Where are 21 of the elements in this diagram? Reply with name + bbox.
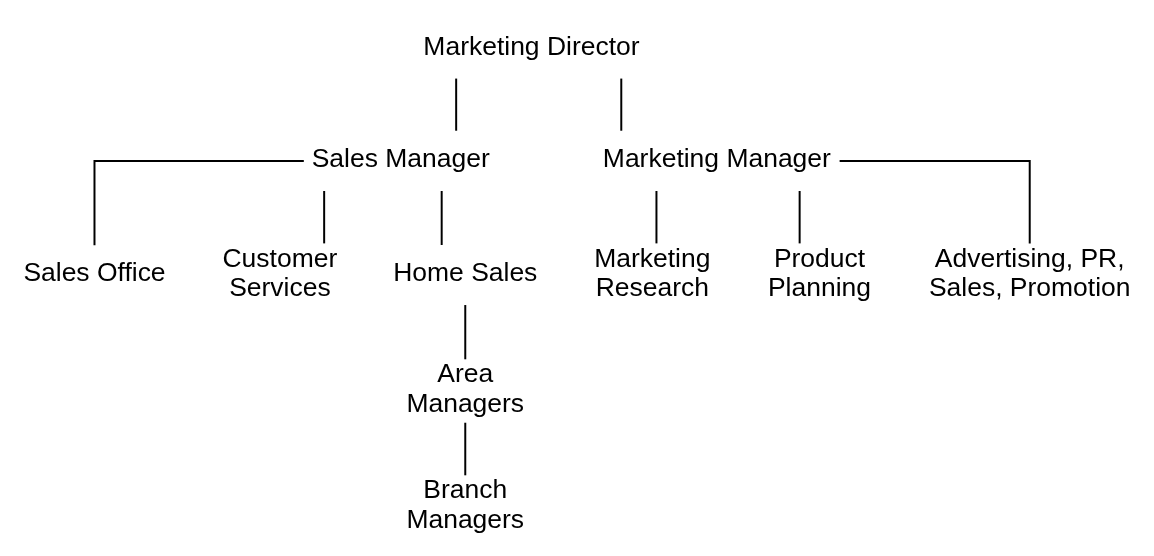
node-text: Customer Services — [222, 242, 338, 302]
node-text: Marketing Director — [423, 30, 640, 61]
connector — [798, 189, 801, 244]
node-text: Sales Manager — [311, 142, 490, 173]
node-text: Area Managers — [406, 357, 525, 418]
connector — [323, 189, 326, 244]
connector — [464, 303, 467, 360]
node-text: Product Planning — [767, 242, 872, 302]
node-text: Marketing Manager — [602, 142, 831, 173]
node-text: Sales Office — [23, 256, 166, 287]
node-text: Marketing Research — [594, 242, 711, 302]
node-text: Branch Managers — [406, 473, 525, 534]
connector — [620, 77, 623, 132]
connector — [464, 421, 467, 476]
connector — [838, 159, 1031, 244]
node-text: Advertising, PR, Sales, Promotion — [928, 242, 1131, 302]
connector — [93, 159, 305, 246]
connector — [455, 77, 458, 132]
connector — [655, 189, 658, 244]
connector — [440, 189, 443, 246]
node-text: Home Sales — [393, 256, 538, 287]
